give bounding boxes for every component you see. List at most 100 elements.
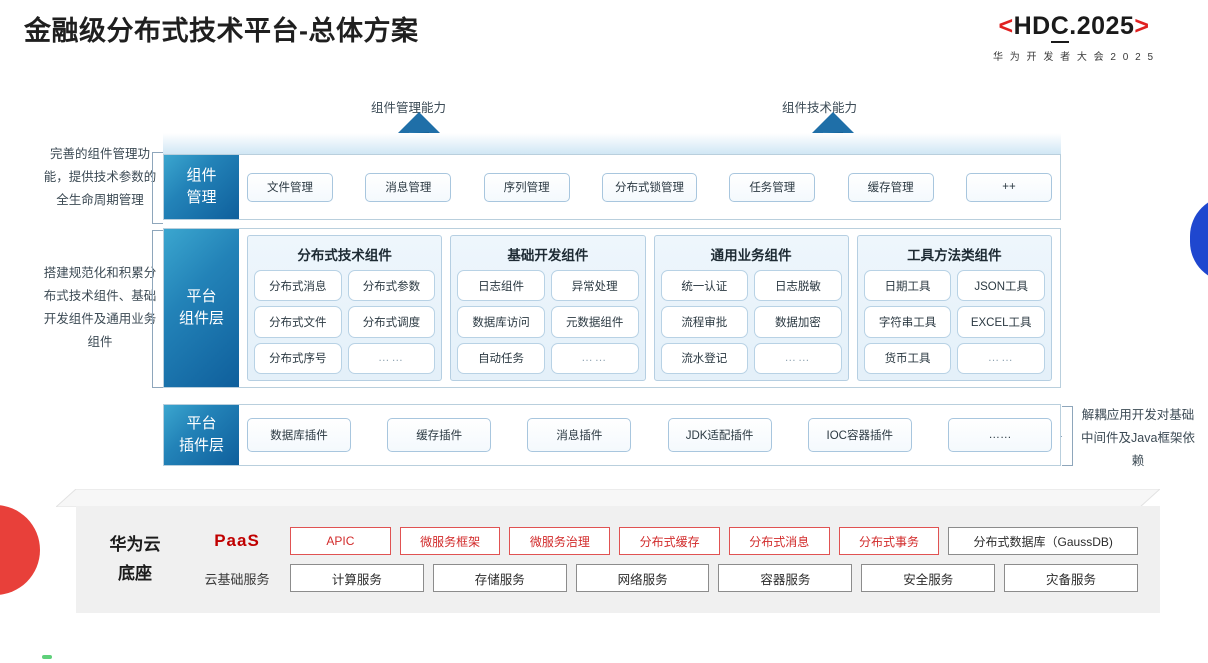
group-cell[interactable]: 自动任务: [457, 342, 545, 374]
paas-chip[interactable]: APIC: [290, 527, 391, 555]
group-title: 通用业务组件: [710, 248, 792, 263]
basic-chip[interactable]: 网络服务: [575, 564, 710, 592]
row-label-line1: 组件: [186, 167, 217, 185]
group-cell-more[interactable]: ……: [754, 342, 842, 374]
paas-chip[interactable]: 微服务治理: [509, 527, 611, 555]
group-cell[interactable]: 元数据组件: [550, 306, 639, 338]
paas-label: PaaS: [214, 531, 260, 550]
hdc-text-c: C: [1050, 12, 1070, 43]
group-cell[interactable]: JSON工具: [957, 270, 1045, 302]
brace-left-top: [152, 152, 169, 224]
group-cell[interactable]: 数据加密: [754, 306, 842, 338]
plugin-item[interactable]: IOC容器插件: [807, 418, 912, 452]
pill-item[interactable]: 分布式锁管理: [601, 172, 697, 202]
paas-row: PaaS APIC 微服务框架 微服务治理 分布式缓存 分布式消息 分布式事务 …: [194, 527, 1138, 555]
blue-lens-decoration: [1190, 196, 1208, 282]
group-grid: 统一认证 日志脱敏 流程审批 数据加密 流水登记 ……: [660, 270, 842, 374]
paas-chip[interactable]: 分布式消息: [728, 527, 830, 555]
group-cell[interactable]: 分布式调度: [347, 306, 436, 338]
group-cell[interactable]: 数据库访问: [457, 306, 545, 338]
group-common-business: 通用业务组件 统一认证 日志脱敏 流程审批 数据加密 流水登记 ……: [653, 235, 849, 381]
angle-left-icon: <: [998, 12, 1014, 40]
paas-chip[interactable]: 分布式事务: [838, 527, 940, 555]
row-label-component-management: 组件 管理: [164, 155, 239, 219]
row-label-line1: 平台: [186, 288, 217, 306]
row-label-line2: 管理: [186, 189, 217, 206]
note-left-bottom: 搭建规范化和积累分布式技术组件、基础开发组件及通用业务组件: [43, 266, 157, 350]
group-grid: 日期工具 JSON工具 字符串工具 EXCEL工具 货币工具 ……: [863, 270, 1045, 374]
note-left-top: 完善的组件管理功能，提供技术参数的全生命周期管理: [43, 147, 157, 208]
row-label-platform-component-layer: 平台 组件层: [164, 229, 239, 387]
huawei-label-line2: 底座: [118, 563, 152, 583]
group-cell[interactable]: EXCEL工具: [957, 306, 1045, 338]
row-platform-plugin-layer: 平台 插件层 数据库插件 缓存插件 消息插件 JDK适配插件 IOC容器插件 ……: [163, 404, 1061, 466]
group-cell[interactable]: 分布式文件: [254, 306, 342, 338]
row-platform-component-layer: 平台 组件层 分布式技术组件 分布式消息 分布式参数 分布式文件 分布式调度 分…: [163, 228, 1061, 388]
group-tool-methods: 工具方法类组件 日期工具 JSON工具 字符串工具 EXCEL工具 货币工具 ……: [856, 235, 1052, 381]
pill-item[interactable]: 任务管理: [729, 172, 816, 202]
top-gradient-band: [163, 133, 1061, 156]
group-grid: 日志组件 异常处理 数据库访问 元数据组件 自动任务 ……: [457, 270, 639, 374]
paas-items: APIC 微服务框架 微服务治理 分布式缓存 分布式消息 分布式事务 分布式数据…: [290, 527, 1138, 555]
group-cell[interactable]: 字符串工具: [863, 306, 952, 338]
plugin-item[interactable]: JDK适配插件: [667, 418, 772, 452]
basic-chip[interactable]: 安全服务: [861, 564, 996, 592]
group-cell-more[interactable]: ……: [347, 342, 436, 374]
pill-item[interactable]: 文件管理: [247, 172, 333, 202]
basic-services-label: 云基础服务: [204, 571, 270, 587]
group-cell[interactable]: 流水登记: [660, 342, 749, 374]
slab-top-face: [56, 489, 1160, 507]
group-cell[interactable]: 统一认证: [660, 270, 749, 302]
page-title: 金融级分布式技术平台-总体方案: [24, 16, 419, 46]
pill-item[interactable]: 缓存管理: [847, 172, 934, 202]
component-groups: 分布式技术组件 分布式消息 分布式参数 分布式文件 分布式调度 分布式序号 ………: [239, 229, 1060, 387]
paas-chip[interactable]: 分布式缓存: [619, 527, 720, 555]
group-cell[interactable]: 日期工具: [863, 270, 952, 302]
row-label-line2: 组件层: [178, 310, 224, 327]
group-cell[interactable]: 异常处理: [550, 270, 639, 302]
plugin-item[interactable]: 数据库插件: [247, 418, 351, 452]
hdc-logo-text: <HDC.2025>: [954, 12, 1194, 43]
group-title: 基础开发组件: [507, 248, 589, 263]
group-cell-more[interactable]: ……: [550, 342, 639, 374]
plugin-item[interactable]: 缓存插件: [387, 418, 492, 452]
group-title: 分布式技术组件: [297, 248, 392, 263]
pill-item-more[interactable]: ++: [965, 172, 1052, 202]
group-cell[interactable]: 流程审批: [660, 306, 749, 338]
group-cell[interactable]: 货币工具: [863, 342, 952, 374]
group-cell[interactable]: 分布式参数: [347, 270, 436, 302]
group-distributed-tech: 分布式技术组件 分布式消息 分布式参数 分布式文件 分布式调度 分布式序号 ……: [247, 235, 443, 381]
group-cell-more[interactable]: ……: [957, 342, 1045, 374]
row-label-line2: 插件层: [178, 437, 224, 454]
basic-chip[interactable]: 灾备服务: [1004, 564, 1138, 592]
basic-chip[interactable]: 计算服务: [290, 564, 424, 592]
group-cell[interactable]: 日志组件: [457, 270, 545, 302]
huawei-cloud-base-panel: 华为云 底座 PaaS APIC 微服务框架 微服务治理 分布式缓存 分布式消息…: [76, 506, 1160, 613]
group-cell[interactable]: 分布式序号: [254, 342, 342, 374]
basic-chip[interactable]: 存储服务: [432, 564, 567, 592]
group-grid: 分布式消息 分布式参数 分布式文件 分布式调度 分布式序号 ……: [254, 270, 436, 374]
brace-right: [1056, 406, 1073, 466]
group-cell[interactable]: 分布式消息: [254, 270, 342, 302]
green-marker-decoration: [42, 655, 52, 659]
group-basic-dev: 基础开发组件 日志组件 异常处理 数据库访问 元数据组件 自动任务 ……: [450, 235, 646, 381]
hdc-logo: <HDC.2025> 华 为 开 发 者 大 会 2 0 2 5: [954, 12, 1194, 63]
basic-services-items: 计算服务 存储服务 网络服务 容器服务 安全服务 灾备服务: [290, 564, 1138, 592]
basic-services-row: 云基础服务 计算服务 存储服务 网络服务 容器服务 安全服务 灾备服务: [194, 564, 1138, 592]
group-cell[interactable]: 日志脱敏: [754, 270, 842, 302]
red-wedge-decoration: [0, 505, 40, 595]
angle-right-icon: >: [1134, 12, 1150, 40]
component-management-items: 文件管理 消息管理 序列管理 分布式锁管理 任务管理 缓存管理 ++: [239, 155, 1060, 219]
paas-chip-gaussdb[interactable]: 分布式数据库（GaussDB): [948, 527, 1138, 555]
plugin-item[interactable]: 消息插件: [527, 418, 632, 452]
paas-chip[interactable]: 微服务框架: [399, 527, 501, 555]
pill-item[interactable]: 序列管理: [483, 172, 570, 202]
group-title: 工具方法类组件: [907, 248, 1002, 263]
cloud-tiers: PaaS APIC 微服务框架 微服务治理 分布式缓存 分布式消息 分布式事务 …: [194, 527, 1160, 592]
plugin-item-more[interactable]: ……: [947, 418, 1052, 452]
huawei-cloud-base-label: 华为云 底座: [76, 531, 194, 587]
basic-chip[interactable]: 容器服务: [718, 564, 853, 592]
huawei-label-line1: 华为云: [109, 535, 161, 555]
pill-item[interactable]: 消息管理: [365, 172, 452, 202]
